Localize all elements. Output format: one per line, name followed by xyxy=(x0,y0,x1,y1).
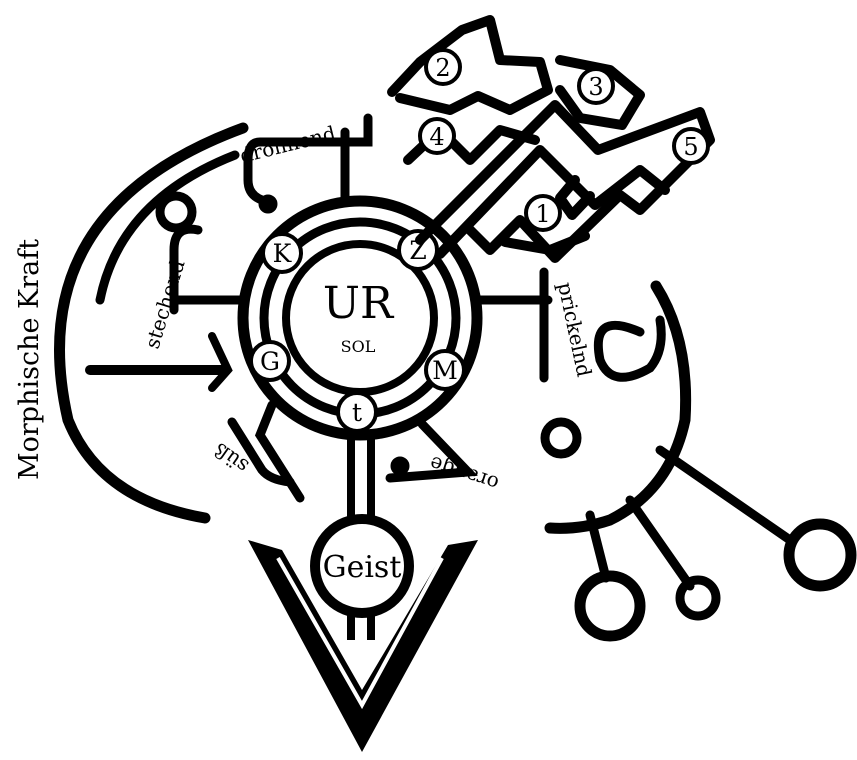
maze-number-1: 1 xyxy=(535,200,550,228)
ring-letter-m: M xyxy=(432,356,458,385)
geist-label: Geist xyxy=(323,550,402,585)
center-title: UR xyxy=(323,278,395,329)
maze-number-4: 4 xyxy=(429,123,444,151)
ring-letter-t: t xyxy=(352,398,362,427)
maze-number-3: 3 xyxy=(588,73,603,101)
maze-number-5: 5 xyxy=(683,133,698,161)
ring-letter-k: K xyxy=(273,239,293,268)
label-droehnend: dröhnend xyxy=(237,121,338,168)
label-orange: orange xyxy=(427,451,502,496)
maze-number-2: 2 xyxy=(435,54,450,82)
center-subtitle: SOL xyxy=(341,337,376,356)
right-figure xyxy=(550,286,851,636)
label-prickelnd: prickelnd xyxy=(553,280,596,379)
ring-letter-g: G xyxy=(260,347,280,376)
label-morphische-kraft: Morphische Kraft xyxy=(14,239,45,480)
